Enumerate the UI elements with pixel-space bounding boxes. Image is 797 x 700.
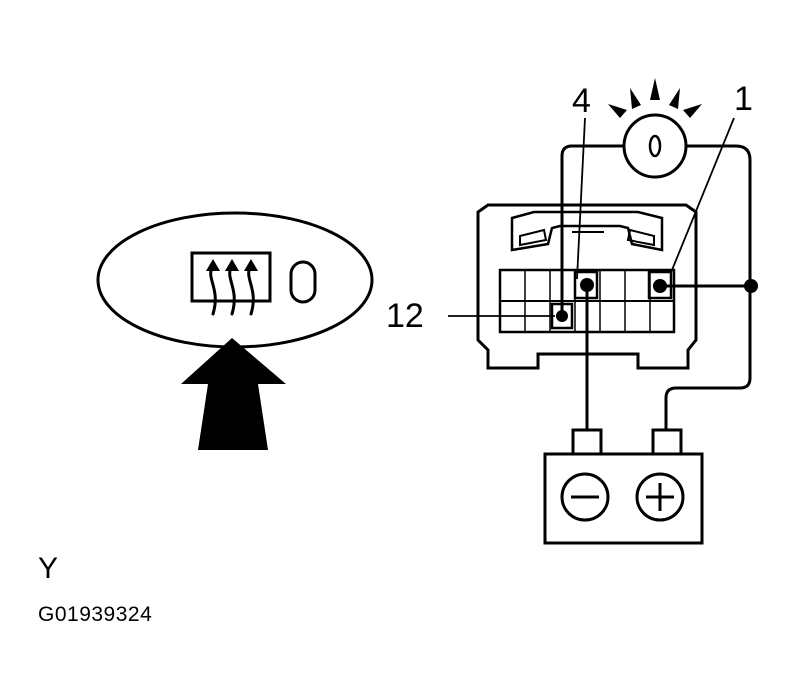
- battery-negative-icon: [560, 472, 610, 522]
- rear-defogger-icon: [190, 251, 272, 316]
- pin-4-label: 4: [572, 82, 591, 120]
- switch-face: [96, 211, 374, 349]
- test-bulb-icon: [608, 78, 702, 179]
- pin-1-label: 1: [734, 80, 753, 118]
- view-direction-arrow: [181, 338, 286, 450]
- indicator-lamp-slot: [289, 260, 317, 304]
- battery-icon: [543, 428, 704, 545]
- light-rays: [608, 78, 702, 118]
- view-letter: Y: [38, 552, 59, 585]
- battery-positive-icon: [635, 472, 685, 522]
- wiring: [448, 117, 752, 430]
- connector: [476, 203, 698, 370]
- pin-12-label: 12: [386, 297, 424, 335]
- figure-code: G01939324: [38, 603, 153, 626]
